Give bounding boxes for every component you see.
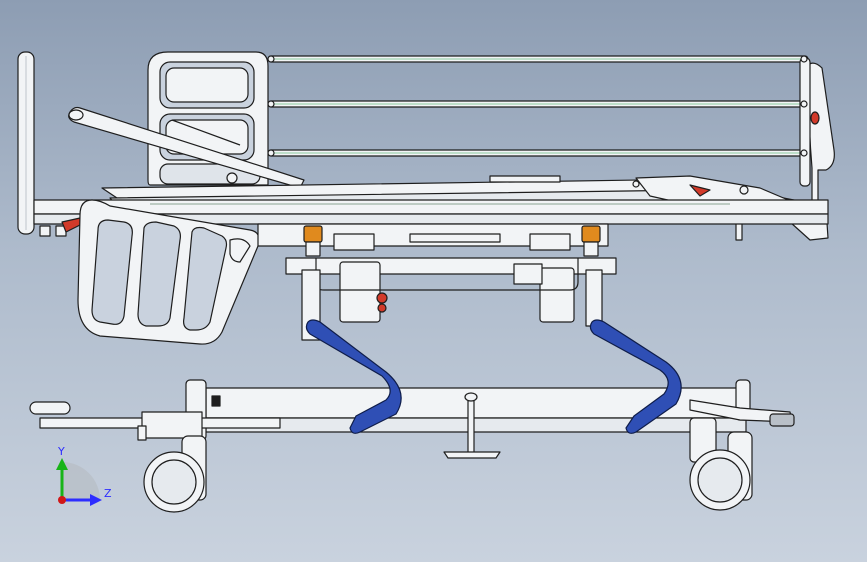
main-frame bbox=[33, 199, 829, 237]
side-rail-upper bbox=[267, 55, 811, 187]
lift-brackets bbox=[303, 225, 601, 243]
lift-arm-left bbox=[305, 319, 402, 434]
actuator-housing bbox=[257, 223, 617, 323]
side-rail-lowered bbox=[77, 199, 271, 345]
foot-pedal-linkage bbox=[689, 399, 795, 463]
y-axis-arrow bbox=[56, 458, 68, 470]
y-axis-label: Y bbox=[57, 445, 65, 458]
z-axis-arrow bbox=[90, 494, 102, 506]
caster-wheel-left bbox=[143, 451, 205, 513]
backrest-lever bbox=[68, 106, 305, 189]
push-handle bbox=[29, 401, 281, 441]
triad-quarter-disc bbox=[62, 462, 100, 500]
axis-triad: Y Z bbox=[56, 445, 112, 506]
triad-origin bbox=[58, 496, 66, 504]
bracket-mounts bbox=[301, 241, 603, 341]
headboard-post bbox=[17, 51, 35, 235]
brake-pedal-rod bbox=[443, 392, 501, 459]
lift-arm-right bbox=[589, 319, 682, 434]
z-axis-label: Z bbox=[104, 487, 112, 500]
head-rail-frame bbox=[147, 51, 269, 186]
caster-wheel-right bbox=[689, 449, 751, 511]
